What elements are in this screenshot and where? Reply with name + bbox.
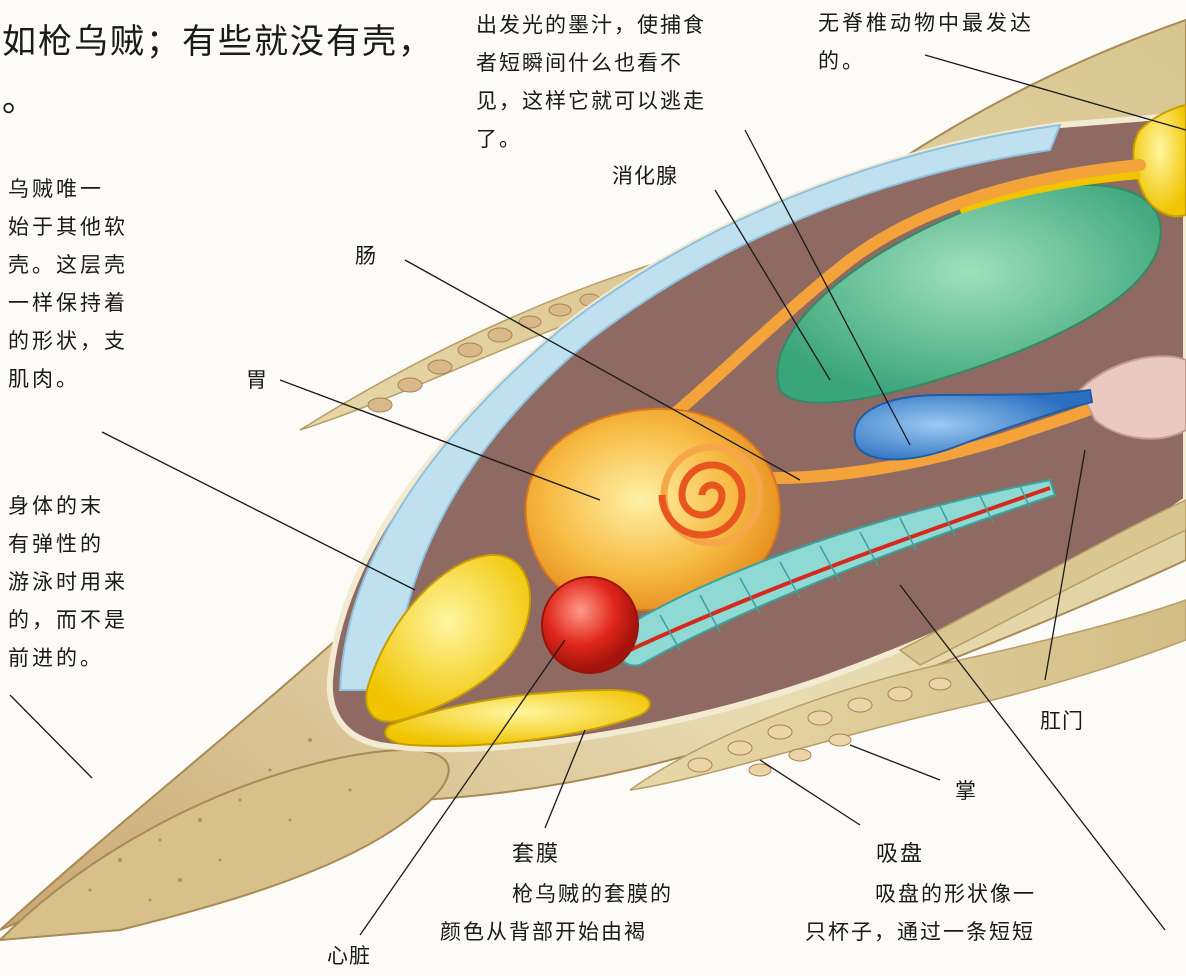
mantle-text-line: 颜色从背部开始由褐 — [440, 913, 673, 951]
mantle-text: 枪乌贼的套膜的 颜色从背部开始由褐 — [440, 875, 673, 951]
brain-note-line: 无脊椎动物中最发达 — [818, 4, 1034, 42]
sucker-text-line: 吸盘的形状像一 — [805, 875, 1036, 913]
shell-note-line: 一样保持着 — [8, 284, 128, 322]
sucker-title: 吸盘 — [876, 836, 924, 868]
ink-note-line: 了。 — [476, 120, 706, 158]
shell-note-line: 始于其他软 — [8, 208, 128, 246]
sucker-text-line: 只杯子，通过一条短短 — [805, 913, 1036, 951]
ink-note-line: 者短瞬间什么也看不 — [476, 44, 706, 82]
label-palm: 掌 — [955, 775, 977, 805]
ink-note: 出发光的墨汁，使捕食 者短瞬间什么也看不 见，这样它就可以逃走 了。 — [476, 6, 706, 158]
brain-note-line: 的。 — [818, 42, 1034, 80]
fin-note: 身体的末 有弹性的 游泳时用来 的，而不是 前进的。 — [8, 487, 128, 677]
label-anus: 肛门 — [1040, 705, 1084, 735]
label-digestive-gland: 消化腺 — [612, 160, 678, 190]
ink-note-line: 出发光的墨汁，使捕食 — [476, 6, 706, 44]
fin-note-line: 的，而不是 — [8, 601, 128, 639]
shell-note-line: 乌贼唯一 — [8, 170, 128, 208]
fin-note-line: 身体的末 — [8, 487, 128, 525]
label-heart: 心脏 — [327, 940, 371, 970]
brain-note: 无脊椎动物中最发达 的。 — [818, 4, 1034, 80]
shell-note-line: 壳。这层壳 — [8, 246, 128, 284]
shell-note-line: 的形状，支 — [8, 322, 128, 360]
fin-note-line: 游泳时用来 — [8, 563, 128, 601]
mantle-text-line: 枪乌贼的套膜的 — [440, 875, 673, 913]
label-stomach: 胃 — [246, 364, 268, 394]
mantle-title: 套膜 — [512, 836, 560, 868]
shell-note-line: 肌肉。 — [8, 360, 128, 398]
shell-note: 乌贼唯一 始于其他软 壳。这层壳 一样保持着 的形状，支 肌肉。 — [8, 170, 128, 398]
fin-note-line: 有弹性的 — [8, 525, 128, 563]
ink-note-line: 见，这样它就可以逃走 — [476, 82, 706, 120]
fin-note-line: 前进的。 — [8, 639, 128, 677]
label-intestine: 肠 — [355, 240, 377, 270]
heart-organ — [542, 577, 638, 673]
intro-line-2: 。 — [2, 72, 38, 121]
intro-line-1: 如枪乌贼；有些就没有壳， — [2, 14, 434, 63]
sucker-text: 吸盘的形状像一 只杯子，通过一条短短 — [805, 875, 1036, 951]
